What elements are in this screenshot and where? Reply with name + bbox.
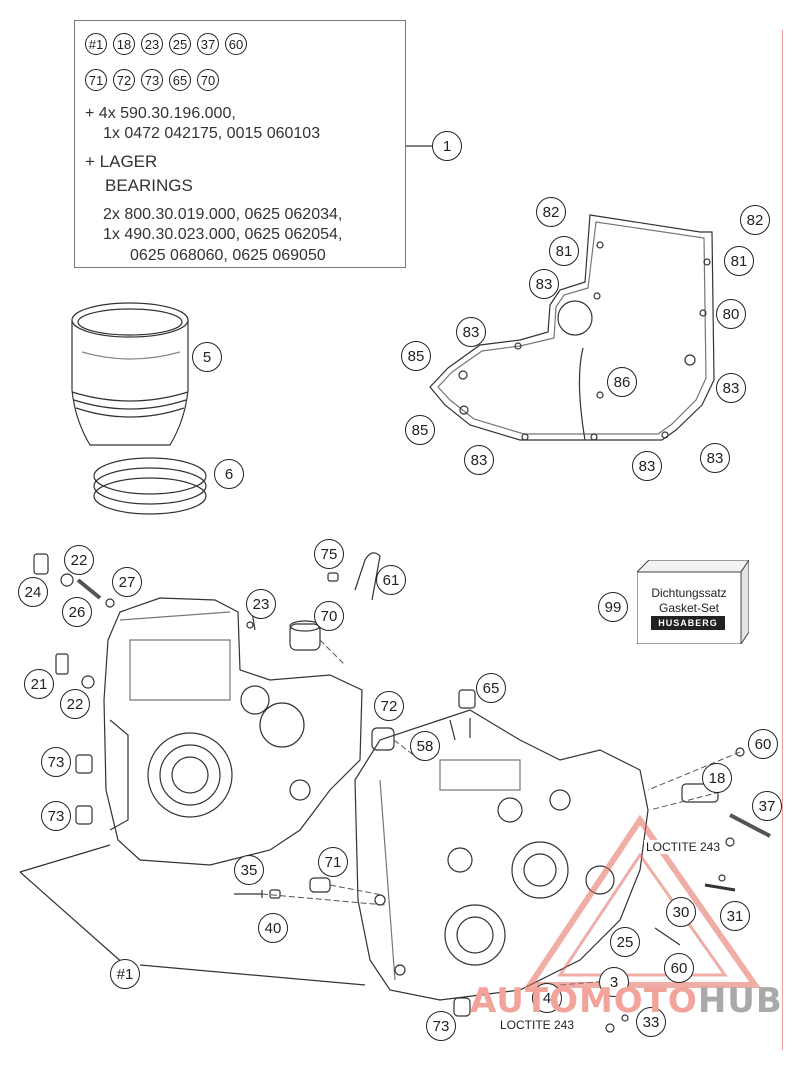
callout-73: 73 [41, 801, 71, 831]
callout-assy-1: #1 [110, 959, 140, 989]
legend-circle: 37 [197, 33, 219, 55]
callout-18: 18 [702, 763, 732, 793]
callout-22: 22 [64, 545, 94, 575]
callout-83: 83 [700, 443, 730, 473]
callout-26: 26 [62, 597, 92, 627]
legend-circle: 72 [113, 69, 135, 91]
callout-83: 83 [456, 317, 486, 347]
legend-circle: 71 [85, 69, 107, 91]
right-crankcase-drawing [354, 709, 649, 1001]
callout-37: 37 [752, 791, 782, 821]
watermark-text: AUTOMOTOHUB [470, 981, 783, 1021]
callout-81: 81 [724, 246, 754, 276]
callout-70: 70 [314, 601, 344, 631]
callout-82: 82 [740, 205, 770, 235]
gasket-set-box: Dichtungssatz Gasket-Set HUSABERG [637, 560, 749, 644]
gasket-box-label-en: Gasket-Set [658, 601, 720, 615]
callout-83: 83 [529, 269, 559, 299]
legend-circle: 23 [141, 33, 163, 55]
callout-61: 61 [376, 565, 406, 595]
callout-60: 60 [748, 729, 778, 759]
clip-drawing [327, 552, 381, 601]
callout-30: 30 [666, 897, 696, 927]
callout-21: 21 [24, 669, 54, 699]
bushes-drawing [234, 620, 771, 1017]
piston-rings-drawing [93, 457, 207, 515]
piston-drawing [71, 302, 189, 446]
gasket-drawing [429, 214, 715, 441]
callout-6: 6 [214, 459, 244, 489]
legend-line-3: + LAGER [85, 152, 158, 171]
legend-circle: 70 [197, 69, 219, 91]
watermark-part-2: HUB [697, 981, 783, 1021]
callout-83: 83 [464, 445, 494, 475]
callout-24: 24 [18, 577, 48, 607]
callout-85: 85 [405, 415, 435, 445]
loctite-note-bottom: LOCTITE 243 [498, 1018, 577, 1032]
legend-line-7: 0625 068060, 0625 069050 [130, 247, 326, 264]
legend-circle: 65 [169, 69, 191, 91]
legend-circle: 73 [141, 69, 163, 91]
callout-3: 3 [599, 967, 629, 997]
gasket-box-label-de: Dichtungssatz [651, 586, 727, 600]
legend-line-4: BEARINGS [105, 176, 193, 195]
callout-99: 99 [598, 592, 628, 622]
callout-40: 40 [258, 913, 288, 943]
left-crankcase-drawing [103, 597, 363, 866]
callout-4: 4 [532, 983, 562, 1013]
legend-line-1: + 4x 590.30.196.000, [85, 105, 236, 122]
assembly-bracket [19, 844, 366, 986]
callout-73: 73 [41, 747, 71, 777]
callout-5: 5 [192, 342, 222, 372]
callout-60: 60 [664, 953, 694, 983]
callout-81: 81 [549, 236, 579, 266]
legend-line-5: 2x 800.30.019.000, 0625 062034, [103, 206, 343, 223]
callout-86: 86 [607, 367, 637, 397]
legend-circle: 18 [113, 33, 135, 55]
callout-22: 22 [60, 689, 90, 719]
gasket-box-brand-logo: HUSABERG [651, 616, 725, 630]
callout-31: 31 [720, 901, 750, 931]
callout-27: 27 [112, 567, 142, 597]
fasteners-drawing [605, 837, 736, 1033]
legend-line-6: 1x 490.30.023.000, 0625 062054, [103, 226, 343, 243]
callout-25: 25 [610, 927, 640, 957]
callout-23: 23 [246, 589, 276, 619]
callout-71: 71 [318, 847, 348, 877]
callout-82: 82 [536, 197, 566, 227]
legend-line-2: 1x 0472 042175, 0015 060103 [103, 125, 321, 142]
loctite-note-top: LOCTITE 243 [644, 840, 723, 854]
legend-box: #1 18 23 25 37 60 71 72 73 65 70 + 4x 59… [74, 20, 406, 268]
callout-83: 83 [716, 373, 746, 403]
gasket-box-outline [637, 560, 749, 644]
callout-80: 80 [716, 299, 746, 329]
legend-circle: #1 [85, 33, 107, 55]
legend-row-2: 71 72 73 65 70 [85, 69, 219, 91]
callout-65: 65 [476, 673, 506, 703]
legend-row-1: #1 18 23 25 37 60 [85, 33, 247, 55]
callout-73: 73 [426, 1011, 456, 1041]
callout-72: 72 [374, 691, 404, 721]
callout-33: 33 [636, 1007, 666, 1037]
page-edge-line [782, 30, 783, 1050]
callout-35: 35 [234, 855, 264, 885]
small-parts-left [33, 553, 115, 825]
legend-circle: 60 [225, 33, 247, 55]
callout-75: 75 [314, 539, 344, 569]
legend-circle: 25 [169, 33, 191, 55]
callout-85: 85 [401, 341, 431, 371]
callout-1: 1 [432, 131, 462, 161]
watermark-part-1: AUTOMOTO [470, 981, 698, 1021]
callout-58: 58 [410, 731, 440, 761]
callout-83: 83 [632, 451, 662, 481]
